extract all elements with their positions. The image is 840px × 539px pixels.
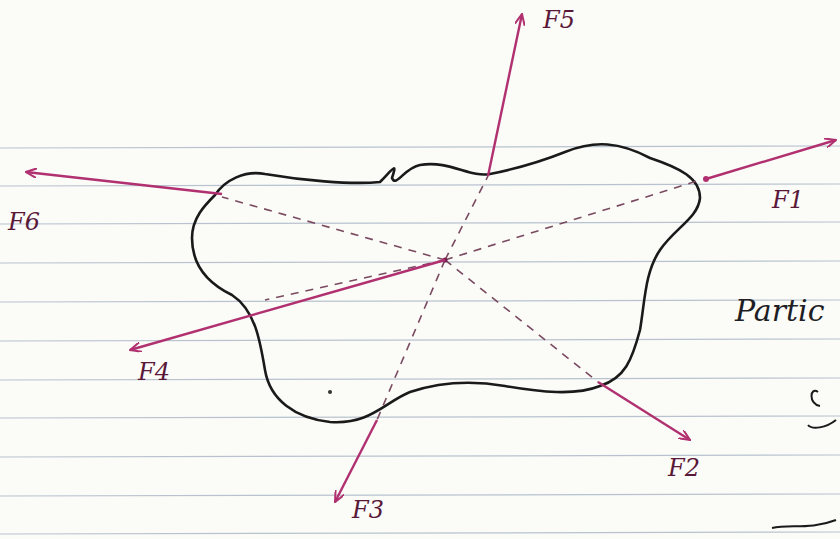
force-label: F6 [8, 210, 40, 234]
lines-of-action [222, 176, 700, 420]
force-label: F1 [772, 188, 804, 212]
force-arrows [26, 14, 836, 502]
force-label: F5 [543, 8, 575, 32]
force-label: F4 [138, 360, 170, 384]
partial-scribbles [772, 391, 836, 528]
force-label: F3 [352, 498, 384, 522]
ruled-lines [0, 146, 840, 534]
handwritten-note: Partic [735, 296, 825, 326]
particle-outline [192, 144, 700, 422]
force-label: F2 [668, 456, 700, 480]
pen-dot [328, 390, 332, 394]
